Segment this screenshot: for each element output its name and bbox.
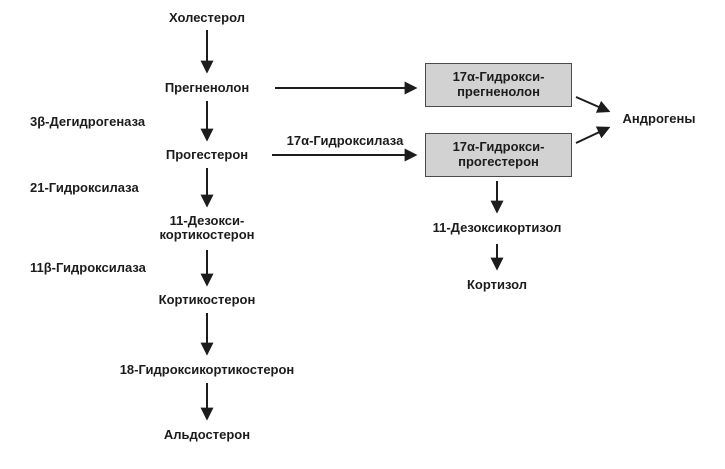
node-17a-hydroxyprogesterone-line2: прогестерон xyxy=(458,154,539,169)
enzyme-3b-dehydrogenase: 3β-Дегидрогеназа xyxy=(30,113,146,129)
node-17a-hydroxypregnenolone-line1: 17α-Гидрокси- xyxy=(452,69,545,85)
enzyme-21-hydroxylase: 21-Гидроксилаза xyxy=(30,179,139,195)
arrow-17ohpregnenolone-to-androgens xyxy=(575,96,611,113)
enzyme-17a-hydroxylase: 17α-Гидроксилаза xyxy=(286,132,404,148)
node-17a-hydroxyprogesterone-line1: 17α-Гидрокси- xyxy=(452,139,545,155)
node-deoxycorticosterone-line2: кортикостерон xyxy=(159,227,255,242)
node-androgens: Андрогены xyxy=(622,110,696,126)
node-pregnenolone: Прегненолон xyxy=(164,79,250,95)
node-11-deoxycortisol: 11-Дезоксикортизол xyxy=(432,219,562,235)
node-deoxycorticosterone: 11-Дезокси- кортикостерон xyxy=(159,212,255,242)
node-17a-hydroxypregnenolone-box: 17α-Гидрокси- прегненолон xyxy=(425,63,572,107)
node-aldosterone: Альдостерон xyxy=(163,426,251,442)
node-deoxycorticosterone-line1: 11-Дезокси- xyxy=(169,212,245,228)
node-cholesterol: Холестерол xyxy=(169,9,245,25)
node-progesterone: Прогестерон xyxy=(165,146,249,162)
enzyme-11b-hydroxylase: 11β-Гидроксилаза xyxy=(30,259,146,275)
arrow-17ohprogesterone-to-androgens xyxy=(575,126,611,144)
node-17a-hydroxyprogesterone-box: 17α-Гидрокси- прогестерон xyxy=(425,133,572,177)
node-corticosterone: Кортикостерон xyxy=(158,291,256,307)
node-cortisol: Кортизол xyxy=(466,276,528,292)
node-18-hydroxycorticosterone: 18-Гидроксикортикостерон xyxy=(119,361,295,377)
node-17a-hydroxypregnenolone-line2: прегненолон xyxy=(457,84,540,99)
